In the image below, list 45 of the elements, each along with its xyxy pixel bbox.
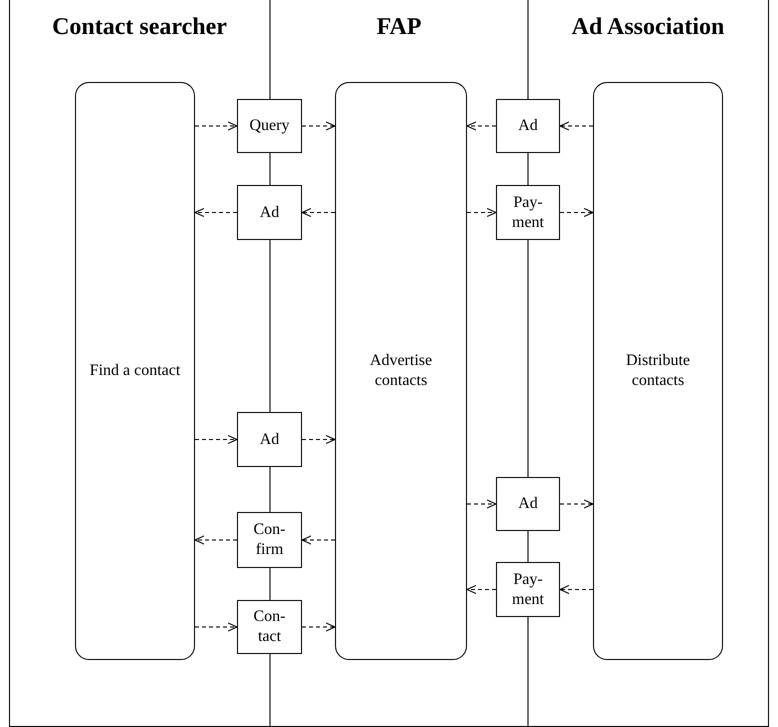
node-label: Find a contact <box>90 361 180 381</box>
dashed-arrow <box>302 435 336 444</box>
node-label: Con- tact <box>252 607 286 647</box>
node-label: Ad <box>518 116 538 136</box>
node-label: Pay- ment <box>511 570 545 610</box>
dashed-arrow <box>560 500 594 508</box>
node-label: Ad <box>260 202 280 222</box>
dashed-arrow <box>194 536 238 544</box>
message-box <box>237 600 302 654</box>
process-lane-box <box>593 82 723 660</box>
message-box <box>237 99 302 153</box>
message-box <box>496 562 560 617</box>
process-lane-box <box>335 82 467 660</box>
dashed-arrow <box>466 500 496 508</box>
node-label: Distribute contacts <box>625 351 691 391</box>
dashed-arrow <box>466 585 496 594</box>
lane-heading: Ad Association <box>570 13 726 42</box>
dashed-arrow <box>302 536 336 544</box>
node-label: Ad <box>518 494 538 514</box>
dashed-arrow <box>466 208 496 217</box>
message-box <box>496 477 560 531</box>
message-box <box>496 185 560 240</box>
dashed-arrow <box>194 622 238 632</box>
node-label: Pay- ment <box>511 192 545 232</box>
message-box <box>237 185 302 240</box>
dashed-arrow <box>466 122 496 130</box>
process-lane-box <box>75 82 195 660</box>
dashed-arrow <box>194 435 238 444</box>
node-label: Advertise contacts <box>368 351 434 391</box>
dashed-arrow <box>560 585 594 594</box>
lane-heading: FAP <box>376 13 422 42</box>
message-box <box>237 412 302 467</box>
node-label: Query <box>250 116 290 136</box>
message-box <box>496 99 560 153</box>
dashed-arrow <box>560 122 594 130</box>
dashed-arrow <box>194 208 238 217</box>
dashed-arrow <box>302 208 336 217</box>
node-label: Con- firm <box>252 520 286 560</box>
lane-heading: Contact searcher <box>51 13 228 42</box>
dashed-arrow <box>560 208 594 217</box>
node-label: Ad <box>260 430 280 450</box>
message-box <box>237 512 302 568</box>
dashed-arrow <box>302 622 336 632</box>
dashed-arrow <box>194 122 238 130</box>
dashed-arrow <box>302 122 336 130</box>
